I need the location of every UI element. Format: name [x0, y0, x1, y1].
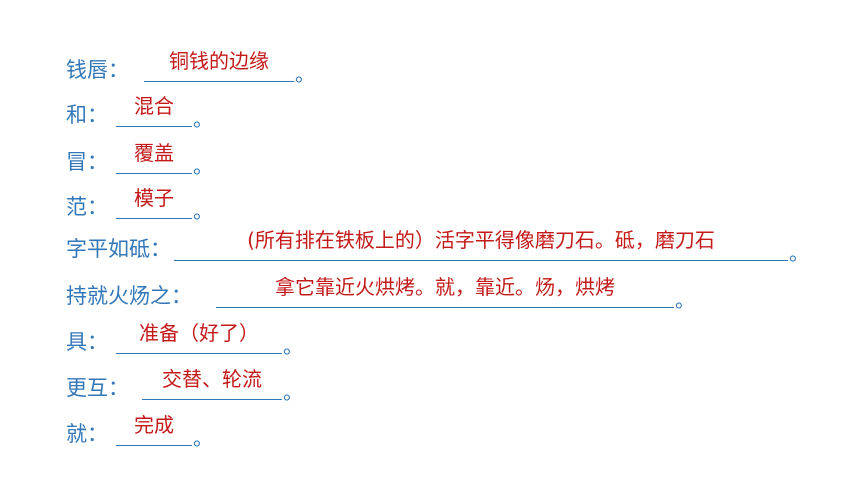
answer-text: 铜钱的边缘	[169, 49, 269, 73]
answer-text: 完成	[134, 413, 174, 437]
term-label: 范：	[66, 195, 108, 219]
answer-underline	[144, 81, 294, 82]
answer-text: (所有排在铁板上的）活字平得像磨刀石。砥，磨刀石	[247, 228, 715, 252]
end-punctuation: 。	[295, 62, 315, 86]
answer-underline	[116, 173, 192, 174]
end-punctuation: 。	[193, 154, 213, 178]
answer-text: 模子	[134, 186, 174, 210]
answer-underline	[142, 399, 282, 400]
term-label: 和：	[66, 103, 108, 127]
answer-underline	[116, 126, 192, 127]
end-punctuation: 。	[283, 334, 303, 358]
end-punctuation: 。	[675, 288, 695, 312]
end-punctuation: 。	[193, 426, 213, 450]
end-punctuation: 。	[193, 199, 213, 223]
term-label: 钱唇：	[66, 58, 129, 82]
answer-text: 覆盖	[134, 141, 174, 165]
answer-text: 拿它靠近火烘烤。就，靠近。炀，烘烤	[275, 275, 615, 299]
end-punctuation: 。	[283, 380, 303, 404]
answer-text: 混合	[134, 94, 174, 118]
term-label: 具：	[66, 330, 108, 354]
term-label: 冒：	[66, 150, 108, 174]
answer-underline	[116, 218, 192, 219]
answer-underline	[216, 307, 674, 308]
answer-text: 准备（好了）	[139, 321, 259, 345]
answer-underline	[116, 445, 192, 446]
answer-text: 交替、轮流	[162, 367, 262, 391]
end-punctuation: 。	[193, 107, 213, 131]
answer-underline	[116, 353, 282, 354]
answer-underline	[174, 260, 788, 261]
term-label: 更互：	[66, 376, 129, 400]
term-label: 字平如砥：	[66, 237, 171, 261]
end-punctuation: 。	[789, 241, 809, 265]
term-label: 就：	[66, 422, 108, 446]
term-label: 持就火炀之：	[66, 284, 192, 308]
